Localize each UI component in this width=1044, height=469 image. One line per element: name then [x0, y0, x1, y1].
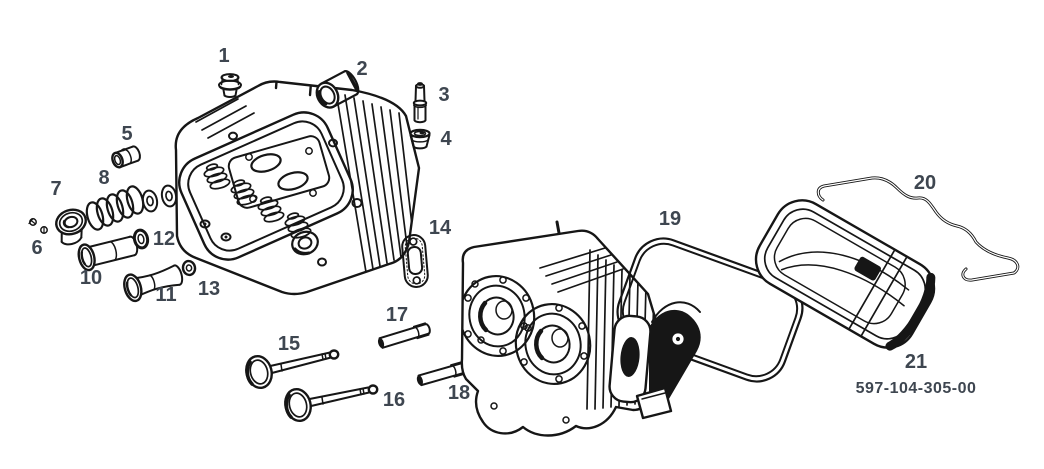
callout-12: 12: [153, 228, 175, 250]
callout-3: 3: [438, 84, 449, 106]
part-5-guide-bushing: [111, 145, 141, 169]
callout-15: 15: [278, 333, 300, 355]
part-21-valve-cover: [754, 199, 936, 351]
callout-18: 18: [448, 382, 470, 404]
callout-14: 14: [429, 217, 452, 239]
part-20-bail-clip: [816, 176, 1020, 282]
part-6-valve-keepers: [28, 217, 48, 234]
installed-valve-springs: [203, 163, 312, 239]
callout-13: 13: [198, 278, 220, 300]
part-11-tappet: [123, 264, 184, 303]
callout-5: 5: [121, 123, 132, 145]
part-17-valve-guide: [377, 322, 431, 349]
head-details: [199, 81, 363, 267]
callout-6: 6: [31, 237, 42, 259]
part-1-valve-stem-cap: [218, 73, 242, 98]
part-number: 597-104-305-00: [856, 380, 977, 397]
cover-flange-face: [178, 111, 354, 261]
callout-11: 11: [155, 284, 176, 306]
callout-16: 16: [383, 389, 405, 411]
spring-shim-washers: [141, 184, 178, 213]
callout-7: 7: [50, 178, 61, 200]
callout-17: 17: [386, 304, 408, 326]
part-15-valve: [245, 349, 340, 390]
part-10-tappet: [77, 235, 139, 272]
callout-20: 20: [914, 172, 936, 194]
callout-4: 4: [440, 128, 452, 150]
head-stud: [555, 220, 561, 235]
part-3-dowel-pin: [412, 82, 428, 124]
flange-bolt-holes: [471, 280, 570, 424]
callout-1: 1: [218, 45, 229, 67]
callout-21: 21: [905, 351, 927, 373]
head-side-bracket: [608, 301, 701, 420]
cylinder-head-left: [174, 80, 421, 296]
part-2-rocker-bushing: [315, 70, 360, 109]
part-13-washer: [181, 259, 197, 277]
cooling-fins-left-head: [195, 91, 416, 273]
part-8-valve-spring: [85, 185, 145, 231]
combustion-chamber-2: [514, 303, 592, 385]
part-16-valve: [284, 384, 379, 423]
callout-19: 19: [659, 208, 681, 230]
callout-10: 10: [80, 267, 102, 289]
callout-8: 8: [98, 167, 109, 189]
part-12-seal-ring: [132, 228, 150, 250]
callout-2: 2: [356, 58, 367, 80]
part-14-exhaust-gasket: [401, 234, 429, 288]
part-7-spring-retainer: [55, 208, 87, 246]
part-4-screw-plug: [409, 128, 431, 150]
